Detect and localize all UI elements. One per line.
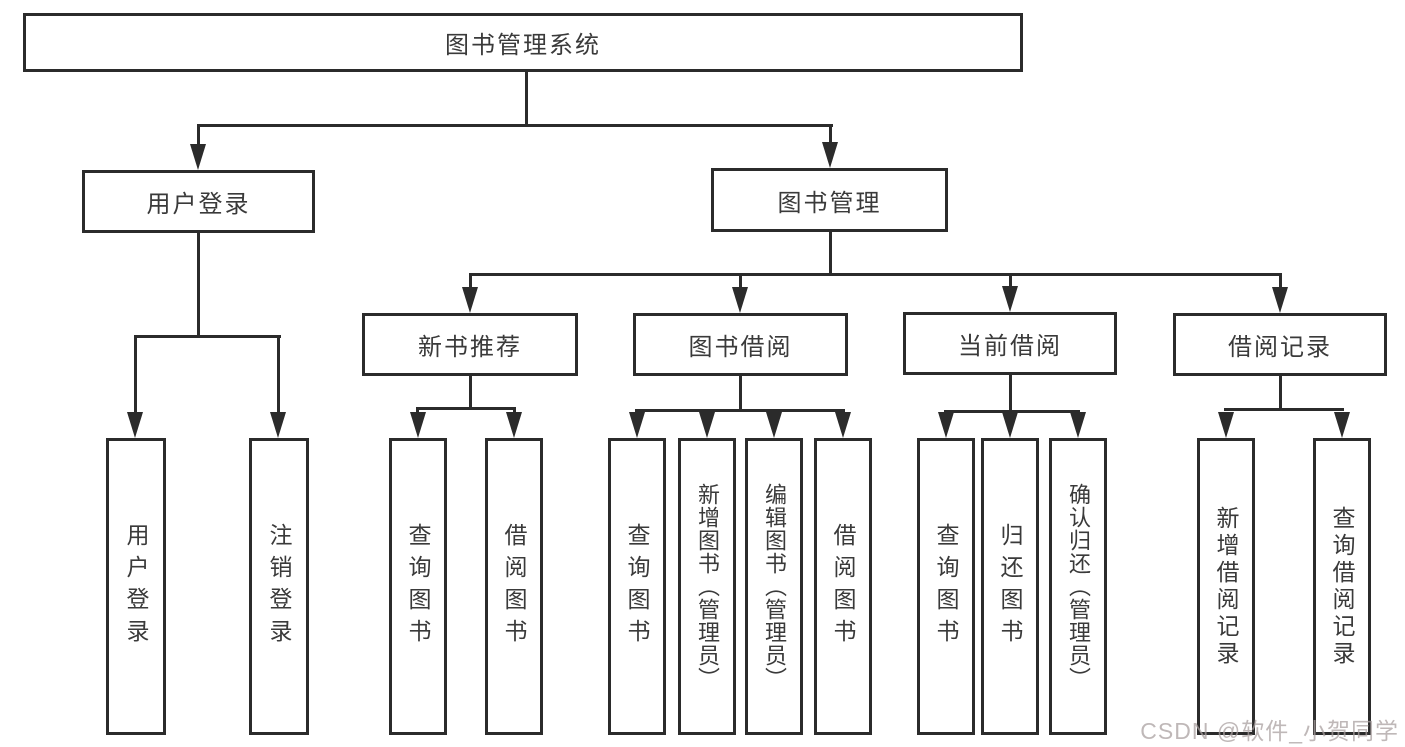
leaf-cb-confirm-return-admin: 确认归还（管理员）	[1049, 438, 1107, 735]
connector-stem-book-mgmt	[829, 124, 832, 146]
leaf-cb-query-books: 查询图书	[917, 438, 975, 735]
arrow-to-current	[1002, 286, 1018, 312]
leaf-bb-add-books-admin: 新增图书（管理员）	[678, 438, 736, 735]
node-book-mgmt-label: 图书管理	[777, 189, 882, 217]
arrow-to-br-query	[1334, 412, 1350, 438]
leaf-cb-return-books-label: 归还图书	[997, 522, 1023, 651]
leaf-cb-return-books: 归还图书	[981, 438, 1039, 735]
leaf-bb-edit-books-admin-label: 编辑图书（管理员）	[762, 483, 787, 690]
connector-stem-leaf-user-login	[134, 335, 137, 415]
node-borrowing-label: 图书借阅	[688, 334, 793, 361]
arrow-to-cb-confirm	[1070, 412, 1086, 438]
node-root: 图书管理系统	[23, 13, 1023, 72]
leaf-bb-borrow-books-label: 借阅图书	[830, 522, 856, 651]
leaf-nb-query-books-label: 查询图书	[405, 522, 431, 651]
node-user-login-label: 用户登录	[146, 191, 251, 218]
connector-current-hbar	[944, 410, 1080, 413]
connector-borrowing-hbar	[635, 409, 845, 412]
connector-stem-current	[1009, 273, 1012, 291]
leaf-bb-query-books-label: 查询图书	[624, 522, 650, 651]
connector-current-trunk	[1009, 375, 1012, 412]
arrow-to-cb-return	[1002, 412, 1018, 438]
arrow-to-bb-borrow	[835, 412, 851, 438]
node-root-label: 图书管理系统	[445, 32, 601, 59]
watermark-text: CSDN @软件_小贺同学	[1140, 718, 1399, 744]
leaf-user-login-label: 用户登录	[123, 522, 149, 651]
connector-user-trunk	[197, 233, 200, 337]
arrow-to-nb-query	[410, 412, 426, 438]
connector-records-hbar	[1224, 408, 1344, 411]
arrow-to-nb-borrow	[506, 412, 522, 438]
leaf-user-login: 用户登录	[106, 438, 166, 735]
node-new-books: 新书推荐	[362, 313, 578, 376]
node-borrowing: 图书借阅	[633, 313, 848, 376]
connector-stem-leaf-logout	[277, 335, 280, 415]
arrow-to-bb-query	[629, 412, 645, 438]
connector-stem-new-books	[469, 273, 472, 291]
arrow-to-br-add	[1218, 412, 1234, 438]
node-records: 借阅记录	[1173, 313, 1387, 376]
connector-borrowing-trunk	[739, 376, 742, 411]
arrow-to-user-login	[190, 144, 206, 170]
connector-root-trunk	[525, 71, 528, 125]
arrow-to-bb-edit	[766, 412, 782, 438]
leaf-br-add-record: 新增借阅记录	[1197, 438, 1255, 735]
leaf-nb-borrow-books: 借阅图书	[485, 438, 543, 735]
connector-stem-records	[1279, 273, 1282, 291]
leaf-br-query-record-label: 查询借阅记录	[1329, 505, 1355, 668]
arrow-to-borrowing	[732, 287, 748, 313]
arrow-to-bb-add	[699, 412, 715, 438]
leaf-nb-borrow-books-label: 借阅图书	[501, 522, 527, 651]
leaf-br-add-record-label: 新增借阅记录	[1213, 505, 1239, 668]
connector-root-hbar	[197, 124, 833, 127]
connector-stem-nb2	[513, 407, 516, 416]
node-current: 当前借阅	[903, 312, 1117, 375]
connector-newbooks-trunk	[469, 376, 472, 409]
arrow-to-records	[1272, 287, 1288, 313]
arrow-to-leaf-user-login	[127, 412, 143, 438]
leaf-logout: 注销登录	[249, 438, 309, 735]
leaf-bb-edit-books-admin: 编辑图书（管理员）	[745, 438, 803, 735]
arrow-to-book-mgmt	[822, 142, 838, 168]
connector-newbooks-hbar	[416, 407, 516, 410]
leaf-logout-label: 注销登录	[266, 522, 292, 651]
leaf-bb-query-books: 查询图书	[608, 438, 666, 735]
connector-user-hbar	[134, 335, 281, 338]
leaf-bb-borrow-books: 借阅图书	[814, 438, 872, 735]
leaf-br-query-record: 查询借阅记录	[1313, 438, 1371, 735]
leaf-bb-add-books-admin-label: 新增图书（管理员）	[695, 483, 720, 690]
connector-stem-borrowing	[739, 273, 742, 291]
arrow-to-new-books	[462, 287, 478, 313]
node-current-label: 当前借阅	[958, 333, 1062, 360]
arrow-to-cb-query	[938, 412, 954, 438]
connector-stem-user-login	[197, 124, 200, 148]
leaf-cb-query-books-label: 查询图书	[933, 522, 959, 651]
connector-stem-nb1	[416, 407, 419, 416]
arrow-to-leaf-logout	[270, 412, 286, 438]
leaf-cb-confirm-return-admin-label: 确认归还（管理员）	[1066, 483, 1091, 690]
node-records-label: 借阅记录	[1228, 334, 1332, 361]
node-book-mgmt: 图书管理	[711, 168, 948, 232]
node-user-login: 用户登录	[82, 170, 315, 233]
connector-records-trunk	[1279, 376, 1282, 410]
node-new-books-label: 新书推荐	[418, 334, 522, 361]
leaf-nb-query-books: 查询图书	[389, 438, 447, 735]
connector-mgmt-trunk	[829, 232, 832, 276]
connector-mgmt-hbar	[469, 273, 1282, 276]
